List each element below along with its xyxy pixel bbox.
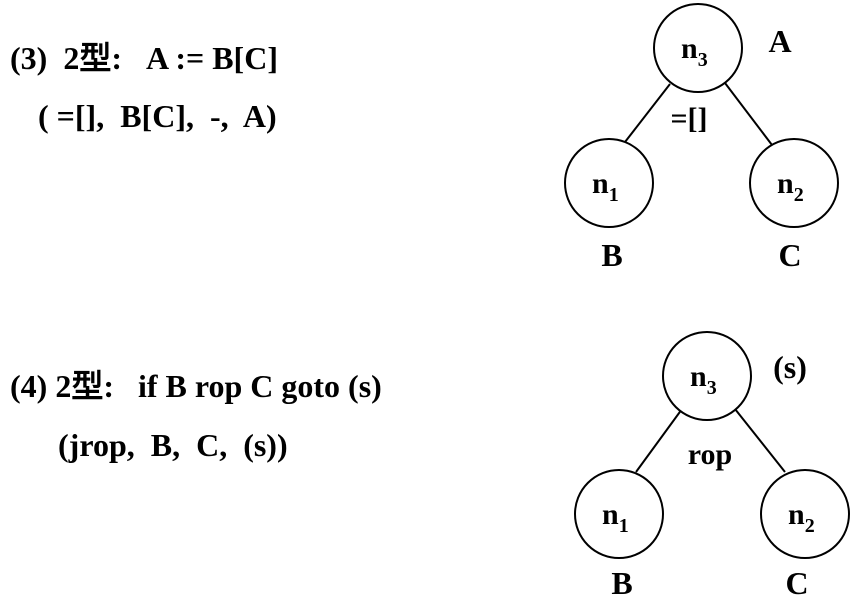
node-n3 — [662, 331, 752, 421]
section-3-quadruple: ( =[], B[C], -, A) — [38, 98, 277, 134]
node-n2-label: n2 — [788, 498, 815, 537]
node-n2-attached-id: C — [778, 237, 801, 273]
node-n1-attached-id: B — [611, 565, 632, 600]
node-n1-attached-id: B — [601, 237, 622, 273]
edge-n3-n2 — [724, 82, 773, 146]
node-n2 — [749, 138, 839, 228]
node-n3-operator: rop — [688, 438, 732, 471]
section-4-title: (4) 2型: if B rop C goto (s) — [10, 368, 382, 404]
node-n3-attached-id: (s) — [773, 349, 807, 385]
node-n3-label: n3 — [690, 360, 717, 399]
node-n2-attached-id: C — [785, 565, 808, 600]
edge-n3-n1 — [635, 408, 683, 473]
node-n3 — [653, 3, 743, 93]
node-n1-label: n1 — [602, 498, 629, 537]
section-4-quadruple: (jrop, B, C, (s)) — [58, 427, 288, 463]
node-n2 — [760, 469, 850, 559]
node-n3-label: n3 — [681, 32, 708, 71]
node-n2-label: n2 — [777, 167, 804, 206]
node-n1-label: n1 — [592, 167, 619, 206]
node-n3-operator: =[] — [670, 102, 707, 135]
section-3-title: (3) 2型: A := B[C] — [10, 40, 278, 76]
node-n3-attached-id: A — [768, 23, 791, 59]
edge-n3-n1 — [624, 83, 671, 143]
dag-section-3: n3 n1 n2 A =[] B C — [564, 3, 839, 273]
dag-section-4: n3 n1 n2 (s) rop B C — [574, 331, 850, 600]
edge-n3-n2 — [734, 408, 786, 473]
node-n1 — [564, 138, 654, 228]
node-n1 — [574, 469, 664, 559]
